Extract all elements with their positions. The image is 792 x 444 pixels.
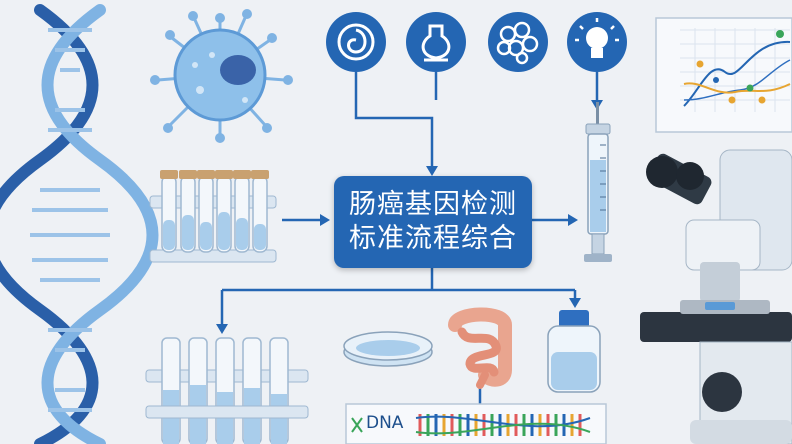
test-tube-rack-icon [149, 170, 277, 263]
bottle-icon [547, 310, 601, 393]
flow-arrowheads [216, 100, 603, 334]
title-box: 肠癌基因检测 标准流程综合 [334, 176, 532, 268]
microscope-icon [640, 149, 792, 444]
intestine-icon [448, 307, 512, 389]
lightbulb-icon [567, 12, 627, 72]
petri-dish-icon [343, 331, 433, 367]
cells-icon [488, 12, 548, 72]
dna-label: DNA [366, 413, 404, 433]
dna-helix-icon [0, 4, 159, 444]
title-line-1: 肠癌基因检测 [349, 189, 517, 220]
title-line-2: 标准流程综合 [349, 223, 517, 254]
flask-icon [406, 12, 466, 72]
virus-icon [150, 9, 293, 143]
test-tube-rack-icon [145, 337, 309, 444]
flow-connectors [220, 72, 599, 404]
dna-sequence-panel [345, 403, 607, 444]
spiral-icon [326, 12, 386, 72]
syringe-icon [584, 102, 612, 262]
line-chart-panel [655, 17, 792, 133]
